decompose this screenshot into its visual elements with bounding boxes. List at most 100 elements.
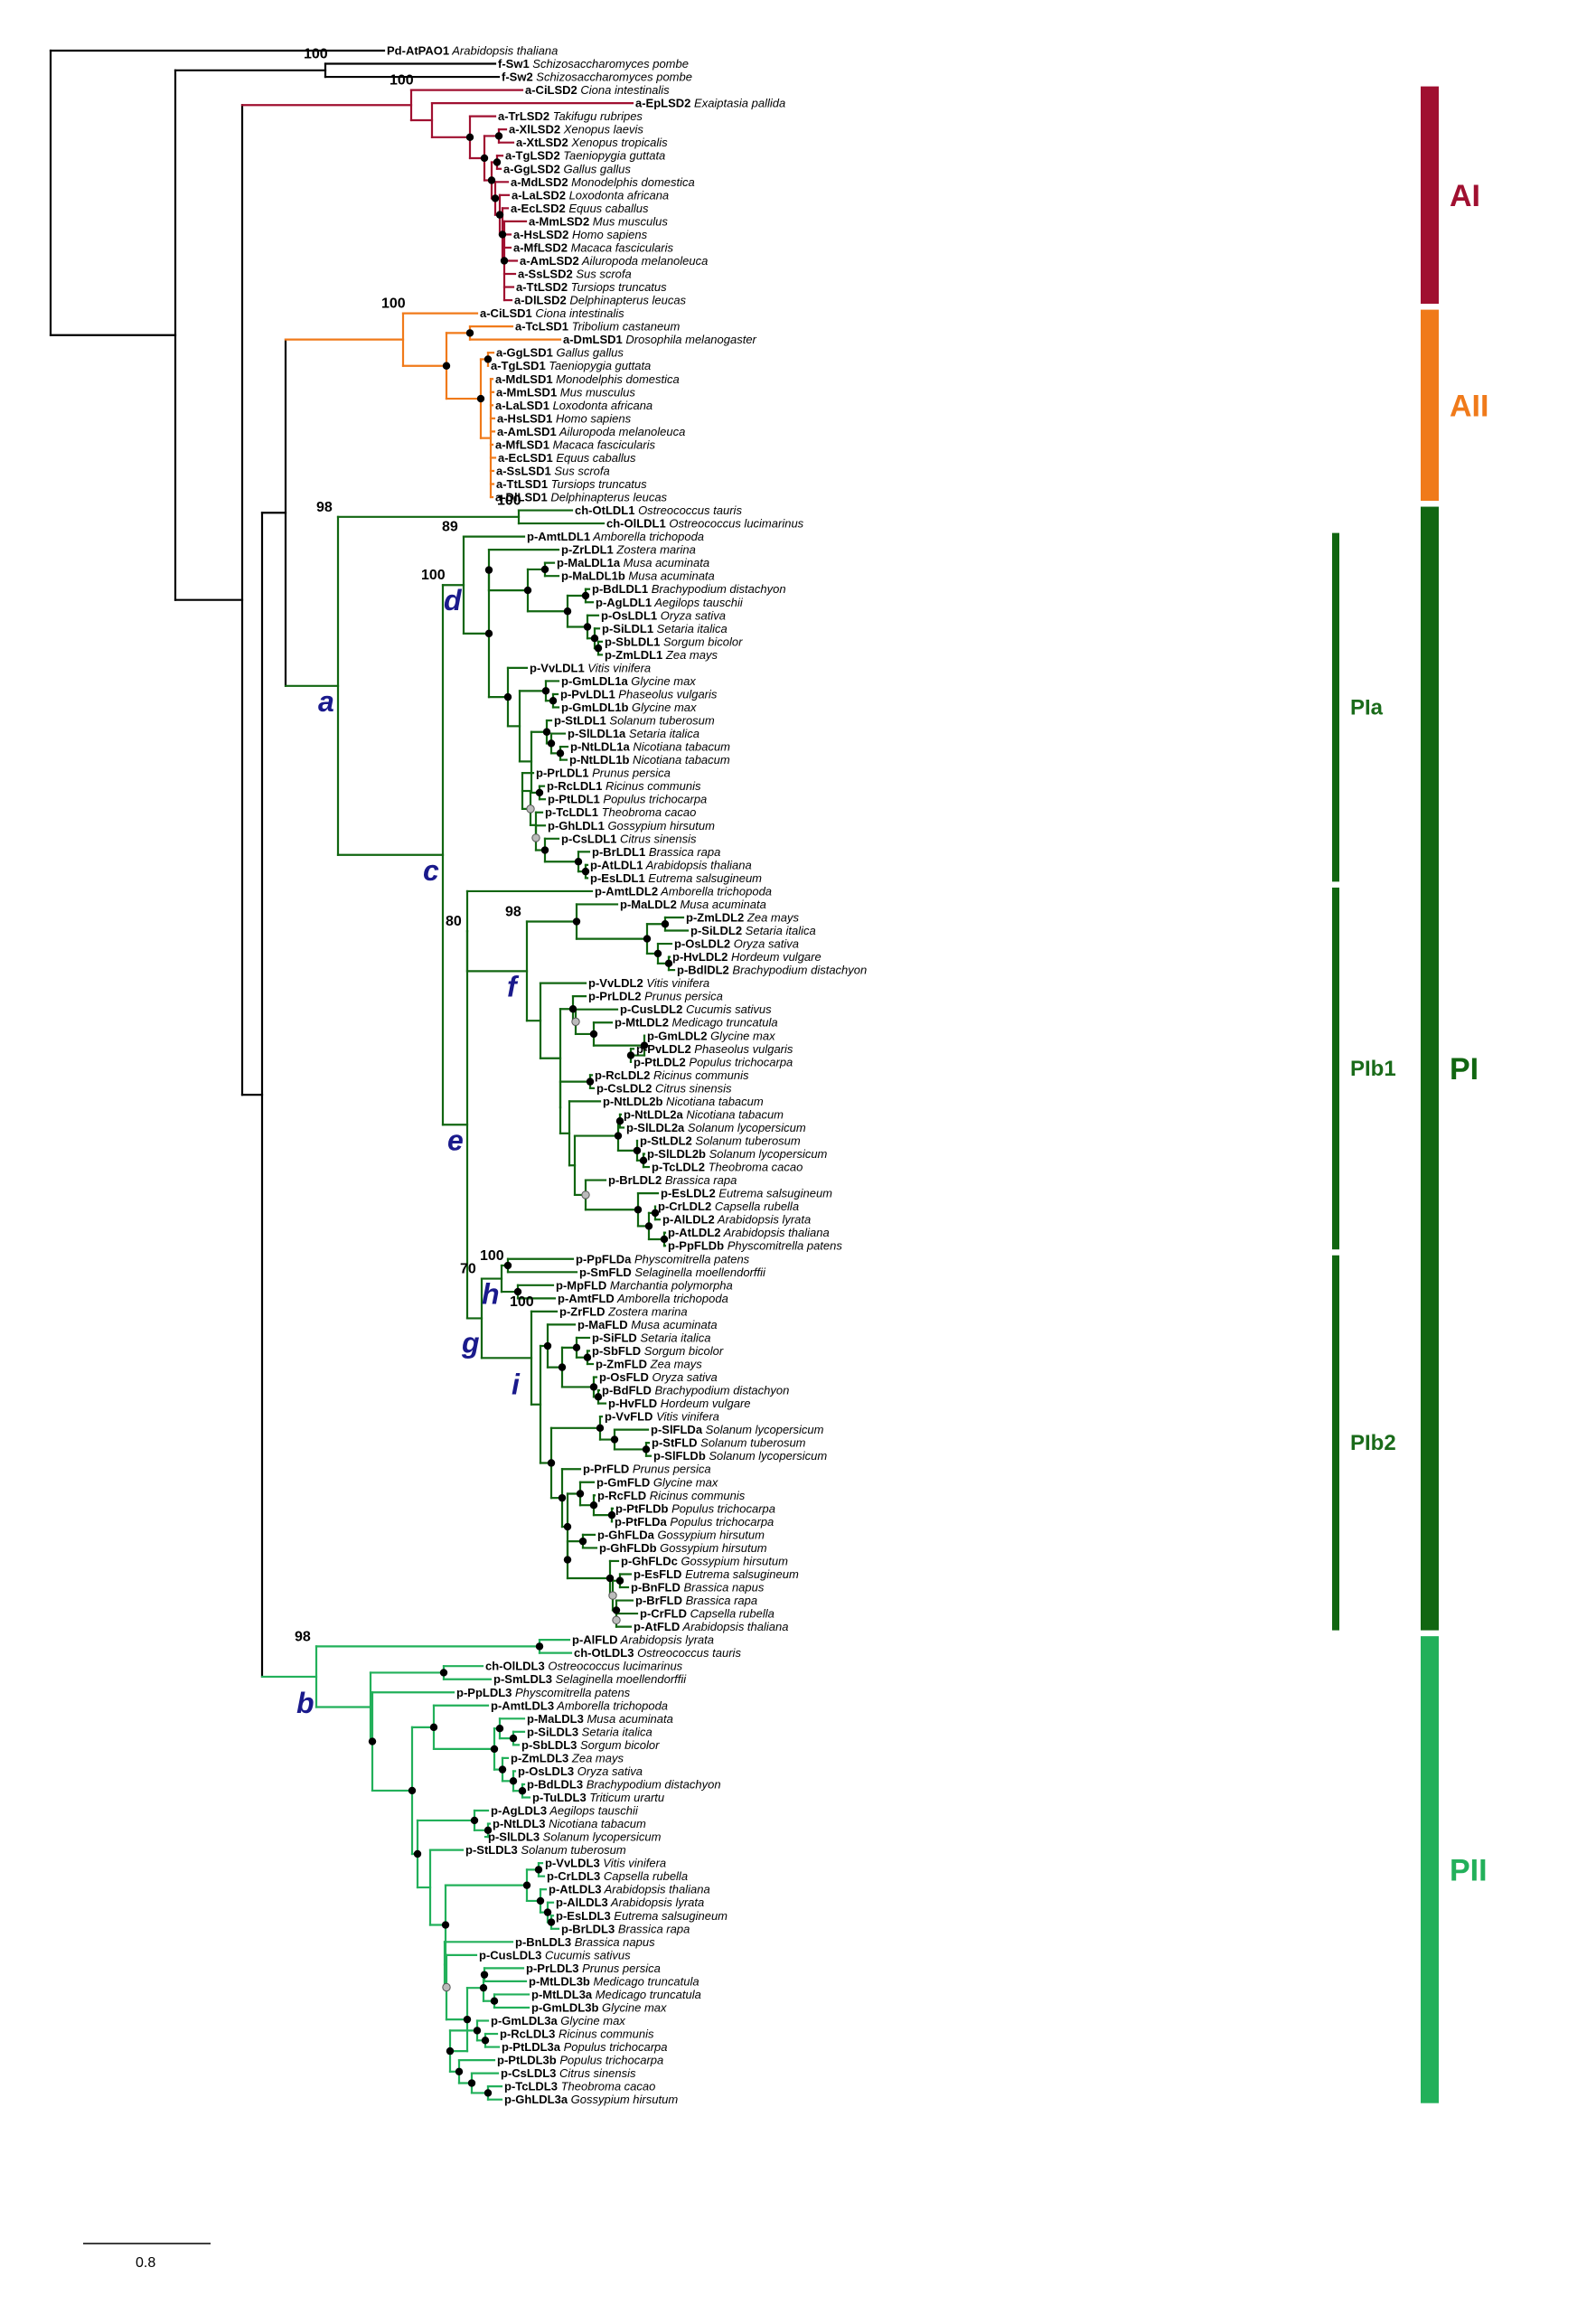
leaf-label: p-PpFLDb Physcomitrella patens [668, 1239, 842, 1253]
leaf-species: Nicotiana tabacum [662, 1095, 763, 1108]
leaf-species: Gallus gallus [560, 162, 632, 175]
leaf-species: Cucumis sativus [682, 1002, 772, 1016]
node-support-dot [490, 1997, 499, 2005]
node-support-dot [490, 1745, 499, 1754]
leaf-species: Oryza sativa [574, 1764, 643, 1778]
leaf-label: p-SbLDL1 Sorgum bicolor [605, 635, 743, 648]
bootstrap-support-value: 89 [442, 520, 458, 535]
leaf-species: Ailuropoda melanoleuca [579, 254, 709, 268]
leaf-label: p-PrLDL2 Prunus persica [588, 990, 723, 1003]
leaf-label: a-MfLSD2 Macaca fascicularis [513, 240, 673, 254]
leaf-label: p-AtFLD Arabidopsis thaliana [634, 1620, 788, 1633]
leaf-gene-code: p-PtLDL2 [634, 1055, 686, 1068]
leaf-gene-code: p-HvLDL2 [672, 950, 728, 964]
node-support-dot [523, 586, 532, 595]
leaf-species: Ricinus communis [602, 779, 701, 793]
leaf-label: p-CrLDL3 Capsella rubella [547, 1869, 688, 1883]
leaf-gene-code: p-AmtFLD [558, 1292, 615, 1305]
leaf-label: p-OsLDL2 Oryza sativa [674, 937, 799, 951]
leaf-species: Aegilops tauschii [652, 596, 744, 609]
leaf-label: p-PrLDL1 Prunus persica [536, 767, 671, 780]
leaf-gene-code: a-AmLSD2 [520, 254, 579, 268]
leaf-label: p-AmtLDL3 Amborella trichopoda [491, 1698, 668, 1712]
leaf-gene-code: p-EsFLD [634, 1567, 681, 1581]
leaf-label: a-TcLSD1 Tribolium castaneum [515, 320, 680, 334]
leaf-label: p-MaFLD Musa acuminata [577, 1318, 718, 1331]
leaf-gene-code: p-SlFLDb [653, 1449, 706, 1463]
leaf-label: a-MdLSD2 Monodelphis domestica [511, 175, 695, 189]
leaf-species: Physcomitrella patens [512, 1686, 630, 1699]
leaf-species: Setaria italica [742, 924, 816, 937]
node-support-dot [606, 1574, 615, 1583]
leaf-label: p-StFLD Solanum tuberosum [652, 1436, 806, 1450]
leaf-label: p-MaLDL2 Musa acuminata [620, 898, 766, 911]
node-support-dot [661, 920, 670, 928]
leaf-label: p-TuLDL3 Triticum urartu [532, 1791, 664, 1804]
node-support-dot [589, 1030, 598, 1039]
node-support-dot [535, 1642, 544, 1651]
leaf-label: p-BdFLD Brachypodium distachyon [602, 1384, 789, 1397]
leaf-gene-code: p-ZrFLD [559, 1304, 606, 1318]
leaf-gene-code: a-DlLSD1 [495, 491, 548, 504]
leaf-label: p-CrLDL2 Capsella rubella [658, 1200, 799, 1213]
leaf-label: p-PpLDL3 Physcomitrella patens [456, 1686, 631, 1699]
leaf-species: Mus musculus [557, 385, 635, 399]
leaf-label: p-NtLDL1b Nicotiana tabacum [569, 753, 730, 767]
leaf-gene-code: p-PrLDL2 [588, 990, 642, 1003]
leaf-label: p-NtLDL2a Nicotiana tabacum [624, 1107, 784, 1121]
leaf-gene-code: p-SlLDL2b [647, 1147, 706, 1161]
leaf-gene-code: p-PtLDL1 [548, 793, 600, 806]
leaf-label: p-RcLDL2 Ricinus communis [595, 1068, 749, 1082]
leaf-gene-code: p-OsLDL3 [518, 1764, 574, 1778]
node-letter: f [507, 970, 520, 1002]
leaf-species: Brachypodium distachyon [652, 1384, 789, 1397]
leaf-species: Citrus sinensis [616, 832, 697, 845]
leaf-gene-code: p-RcLDL3 [500, 2027, 555, 2041]
leaf-label: p-PtLDL1 Populus trichocarpa [548, 793, 707, 806]
leaf-species: Physcomitrella patens [631, 1252, 749, 1265]
subgroup-bar [1332, 887, 1339, 1250]
leaf-label: p-VvLDL1 Vitis vinifera [530, 661, 651, 674]
leaf-gene-code: p-SbFLD [592, 1344, 641, 1358]
leaf-label: p-GhFLDc Gossypium hirsutum [621, 1554, 788, 1567]
leaf-gene-code: a-TgLSD2 [505, 149, 560, 163]
node-support-dot [439, 1669, 448, 1677]
subgroup-label: PIa [1350, 696, 1384, 720]
leaf-label: a-XtLSD2 Xenopus tropicalis [516, 136, 668, 149]
node-support-dot [467, 2079, 476, 2087]
node-support-dot [615, 1576, 624, 1585]
leaf-species: Loxodonta africana [549, 399, 652, 412]
node-letter: h [482, 1278, 500, 1311]
leaf-species: Musa acuminata [628, 1318, 718, 1331]
leaf-species: Arabidopsis lyrata [715, 1213, 811, 1227]
leaf-label: p-ZmLDL1 Zea mays [605, 648, 718, 662]
leaf-species: Brassica napus [681, 1581, 765, 1595]
leaf-gene-code: p-BdFLD [602, 1384, 652, 1397]
leaf-gene-code: p-MaLDL1a [557, 556, 621, 569]
leaf-gene-code: p-BdLDL3 [527, 1777, 583, 1791]
leaf-label: a-XlLSD2 Xenopus laevis [509, 123, 643, 136]
leaf-gene-code: p-OsLDL1 [601, 608, 657, 622]
leaf-label: p-MaLDL1a Musa acuminata [557, 556, 709, 569]
group-label: AI [1450, 179, 1480, 213]
leaf-gene-code: p-PtLDL3b [497, 2054, 557, 2067]
leaf-label: p-GhFLDb Gossypium hirsutum [599, 1541, 767, 1555]
leaf-gene-code: p-BrLDL1 [592, 845, 645, 859]
leaf-label: a-TtLSD2 Tursiops truncatus [516, 280, 667, 294]
leaf-species: Musa acuminata [625, 569, 715, 583]
node-support-dot [568, 1005, 577, 1013]
scale-bar-label: 0.8 [136, 2255, 155, 2271]
node-support-dot [574, 858, 583, 866]
leaf-gene-code: p-VvLDL3 [545, 1857, 600, 1870]
leaf-label: p-PtLDL3b Populus trichocarpa [497, 2054, 663, 2067]
node-support-dot [465, 329, 474, 337]
node-support-dot [549, 697, 558, 705]
leaf-label: p-PtFLDb Populus trichocarpa [615, 1501, 775, 1515]
leaf-gene-code: a-EcLSD2 [511, 202, 566, 215]
leaf-gene-code: a-SsLSD1 [496, 464, 551, 477]
leaf-species: Sorgum bicolor [641, 1344, 724, 1358]
leaf-species: Oryza sativa [649, 1370, 718, 1384]
leaf-label: p-GmLDL1b Glycine max [561, 701, 697, 714]
leaf-gene-code: p-SmFLD [579, 1265, 632, 1279]
leaf-species: Glycine max [628, 674, 697, 688]
